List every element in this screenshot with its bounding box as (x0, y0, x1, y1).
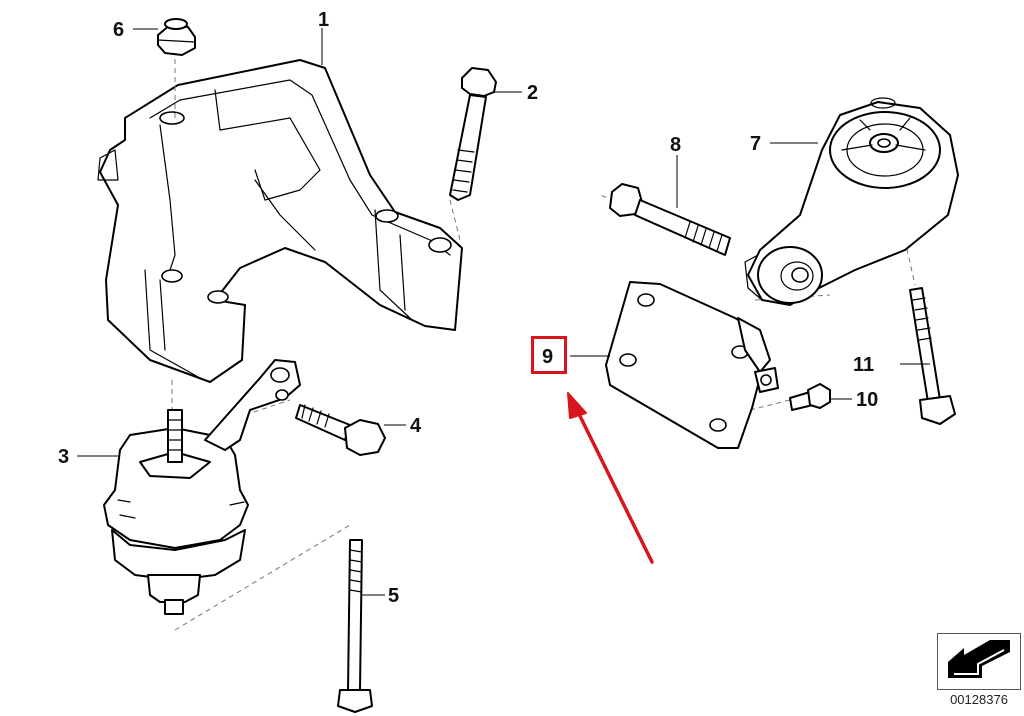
callout-8: 8 (670, 134, 681, 156)
callout-9-highlight-box (531, 336, 567, 374)
reference-number: 00128376 (950, 692, 1008, 707)
part-6-nut (157, 18, 196, 56)
highlight-arrow (567, 392, 654, 564)
callout-10: 10 (856, 389, 878, 411)
part-10-bolt (789, 383, 831, 411)
part-1-engine-bracket (97, 59, 463, 383)
callout-2: 2 (527, 82, 538, 104)
callout-6: 6 (113, 19, 124, 41)
part-4-bolt (295, 404, 386, 456)
callout-4: 4 (410, 415, 422, 437)
part-2-bolt (449, 67, 497, 201)
callout-7: 7 (750, 133, 761, 155)
callout-11: 11 (853, 354, 874, 376)
part-5-bolt (337, 539, 373, 713)
part-8-bolt (609, 183, 731, 256)
part-9-adapter-plate (605, 281, 779, 449)
callout-3: 3 (58, 446, 69, 468)
callout-5: 5 (388, 585, 399, 607)
arrow-icon (946, 640, 1010, 678)
leader-lines (77, 28, 930, 596)
reference-icon-box (937, 633, 1021, 690)
part-3-engine-mount (103, 359, 301, 615)
callout-1: 1 (318, 9, 329, 31)
callout-9: 9 (542, 346, 553, 368)
part-7-torque-link (744, 97, 959, 306)
part-11-bolt (909, 287, 956, 425)
